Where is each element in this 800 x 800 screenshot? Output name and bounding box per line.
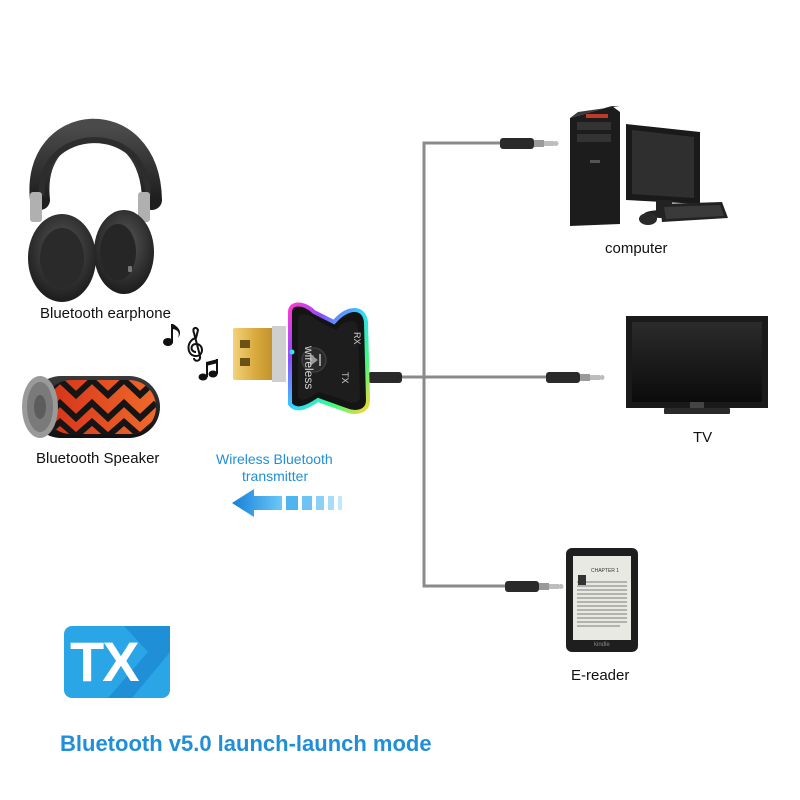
tx-badge-text: TX [70, 630, 140, 693]
label-computer: computer [605, 240, 668, 257]
transmitter-wireless-text: wireless [302, 346, 316, 390]
transmitter-tx-text: TX [340, 372, 350, 384]
jack-to-ereader [505, 581, 564, 592]
e-reader-icon [566, 548, 638, 652]
music-note-icon [163, 324, 181, 346]
headphones-icon [28, 118, 162, 302]
jack-to-computer [500, 138, 559, 149]
double-note-icon [198, 359, 218, 381]
label-tv: TV [693, 429, 713, 446]
tx-badge-graphic [64, 626, 170, 698]
label-bluetooth-speaker: Bluetooth Speaker [36, 450, 160, 467]
label-e-reader: E-reader [571, 667, 630, 684]
arrow-label-line2: transmitter [242, 468, 309, 484]
transmit-direction-arrow [232, 489, 342, 517]
treble-clef-icon [187, 326, 203, 362]
speaker-icon [22, 376, 160, 438]
jack-to-tv [546, 372, 605, 383]
ereader-chapter-heading: CHAPTER 1 [591, 568, 620, 574]
diagram-caption: Bluetooth v5.0 launch-launch mode [60, 731, 432, 756]
bluetooth-transmitter [233, 302, 371, 414]
tv-icon [626, 316, 768, 414]
cable-to-computer [398, 141, 510, 379]
audio-cables [398, 141, 552, 588]
desktop-computer-icon [570, 106, 728, 226]
tx-badge: TX [64, 626, 170, 698]
label-bluetooth-earphone: Bluetooth earphone [40, 305, 171, 322]
arrow-label-line1: Wireless Bluetooth [216, 451, 333, 467]
cable-to-ereader [422, 377, 512, 588]
ereader-brand: kindle [594, 642, 610, 648]
transmitter-rx-text: RX [352, 332, 362, 345]
